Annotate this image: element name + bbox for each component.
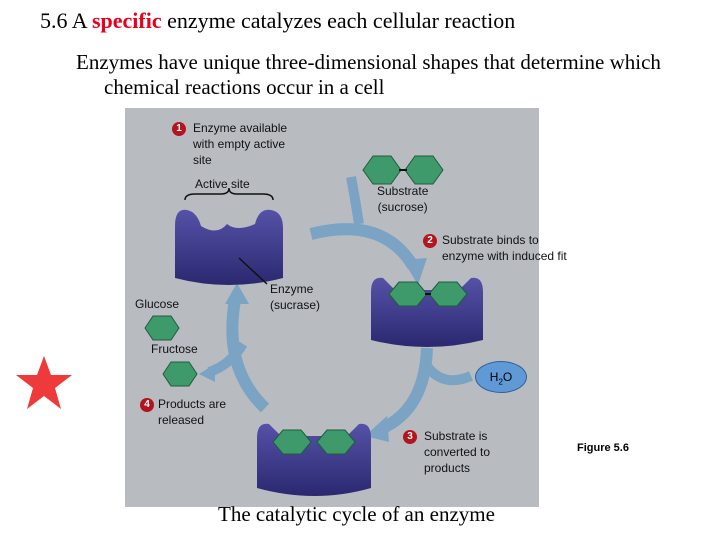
enzyme-empty	[175, 209, 283, 285]
water-molecule: H2O	[475, 361, 527, 393]
glucose-label: Glucose	[135, 297, 180, 311]
substrate-label: Substrate (sucrose)	[377, 184, 429, 214]
step-2-label: Substrate binds to enzyme with induced f…	[442, 233, 567, 263]
step-4-marker: 4	[140, 398, 154, 412]
title-accent-word: specific	[91, 8, 162, 33]
title-suffix: enzyme catalyzes each cellular reaction	[167, 8, 516, 33]
enzyme-substrate-complex	[371, 277, 483, 347]
step-3-label: Substrate is converted to products	[424, 429, 491, 475]
active-site-label: Active site	[195, 177, 250, 191]
slide-subtitle: Enzymes have unique three-dimensional sh…	[76, 50, 661, 99]
fructose-molecule	[162, 361, 198, 387]
star-icon	[16, 356, 72, 409]
fructose-label: Fructose	[151, 342, 198, 356]
enzyme-products-complex	[257, 423, 371, 496]
cycle-diagram-graphics	[144, 155, 483, 496]
active-site-bracket	[184, 187, 274, 201]
step-2-marker: 2	[423, 234, 437, 248]
figure-number-label: Figure 5.6	[577, 442, 629, 454]
step-1-label: Enzyme available with empty active site	[193, 121, 288, 167]
enzyme-pointer-line	[238, 257, 268, 285]
title-prefix: 5.6 A	[40, 8, 87, 33]
step-3-marker: 3	[403, 430, 417, 444]
step-1-marker: 1	[172, 122, 186, 136]
step-4-label: Products are released	[158, 397, 227, 427]
substrate-molecule	[362, 155, 444, 185]
catalytic-cycle-figure	[125, 108, 539, 507]
glucose-molecule	[144, 315, 180, 341]
cycle-arrows	[199, 176, 473, 442]
slide-title: 5.6 A specific enzyme catalyzes each cel…	[40, 8, 515, 34]
figure-caption: The catalytic cycle of an enzyme	[218, 502, 495, 526]
enzyme-label: Enzyme (sucrase)	[270, 282, 321, 312]
